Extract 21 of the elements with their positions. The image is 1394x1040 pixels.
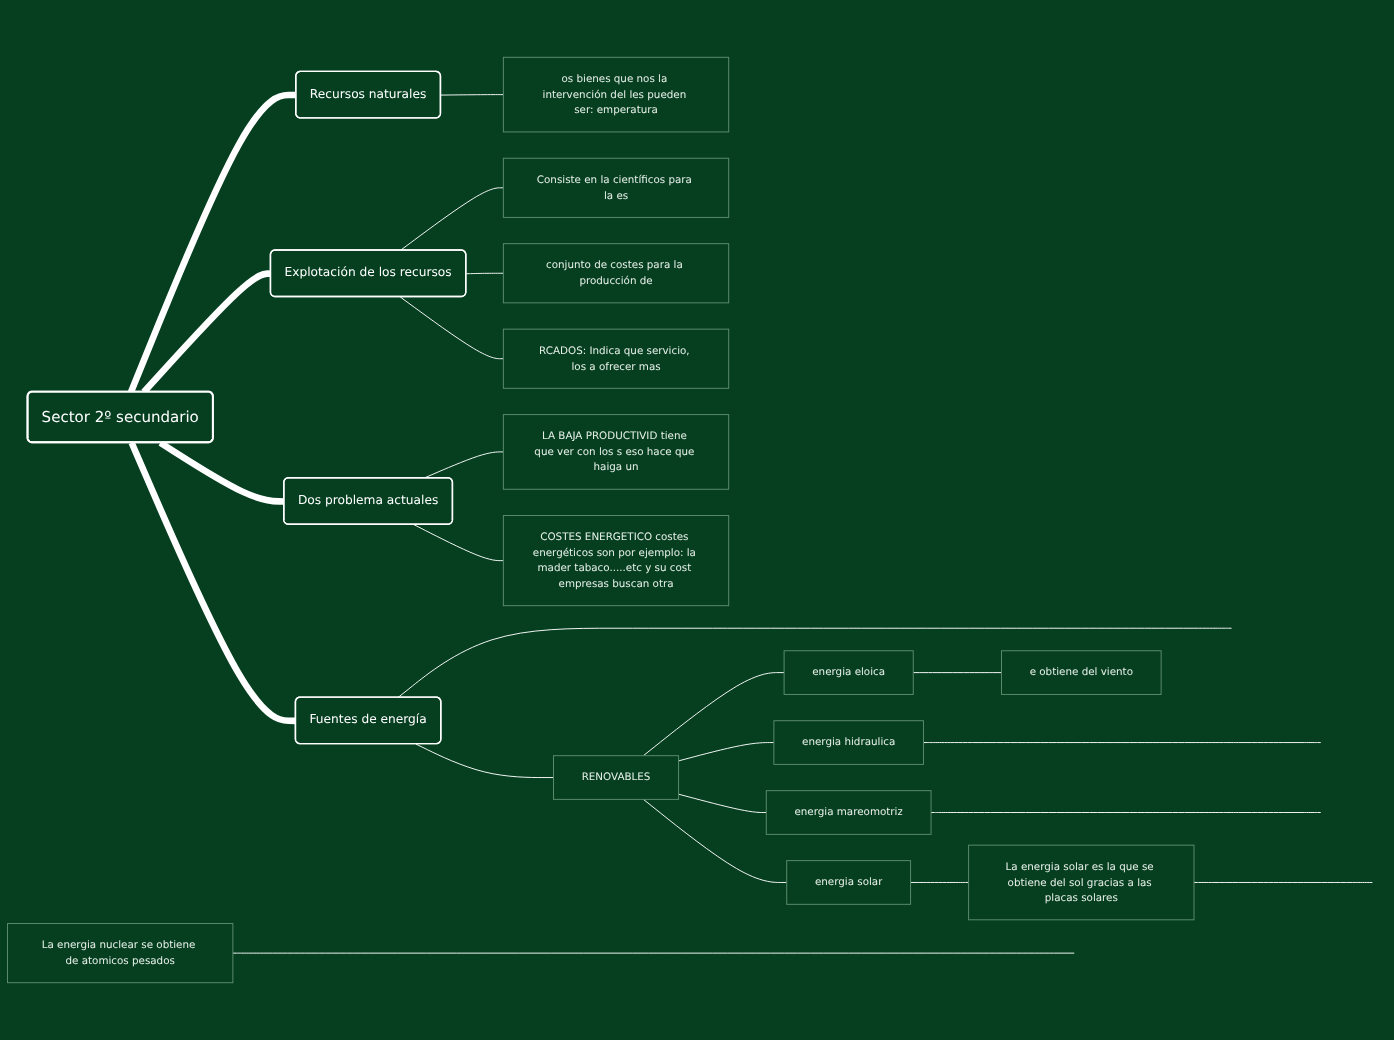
connector (141, 270, 271, 395)
connector (397, 627, 1232, 699)
connector (158, 440, 285, 505)
connector (930, 812, 1322, 813)
connector (912, 672, 1002, 674)
connector (440, 94, 504, 96)
connector (399, 296, 504, 360)
connector (423, 451, 504, 479)
connector (910, 882, 970, 883)
connector (922, 742, 1322, 743)
connector (127, 91, 297, 394)
connector (642, 798, 788, 883)
connector (642, 672, 785, 757)
connector (413, 524, 504, 562)
connector (415, 743, 554, 778)
connector (465, 272, 504, 275)
connector (399, 187, 504, 251)
connector (678, 742, 775, 762)
connector (1193, 882, 1373, 883)
connector (128, 441, 296, 725)
connector (678, 793, 767, 813)
